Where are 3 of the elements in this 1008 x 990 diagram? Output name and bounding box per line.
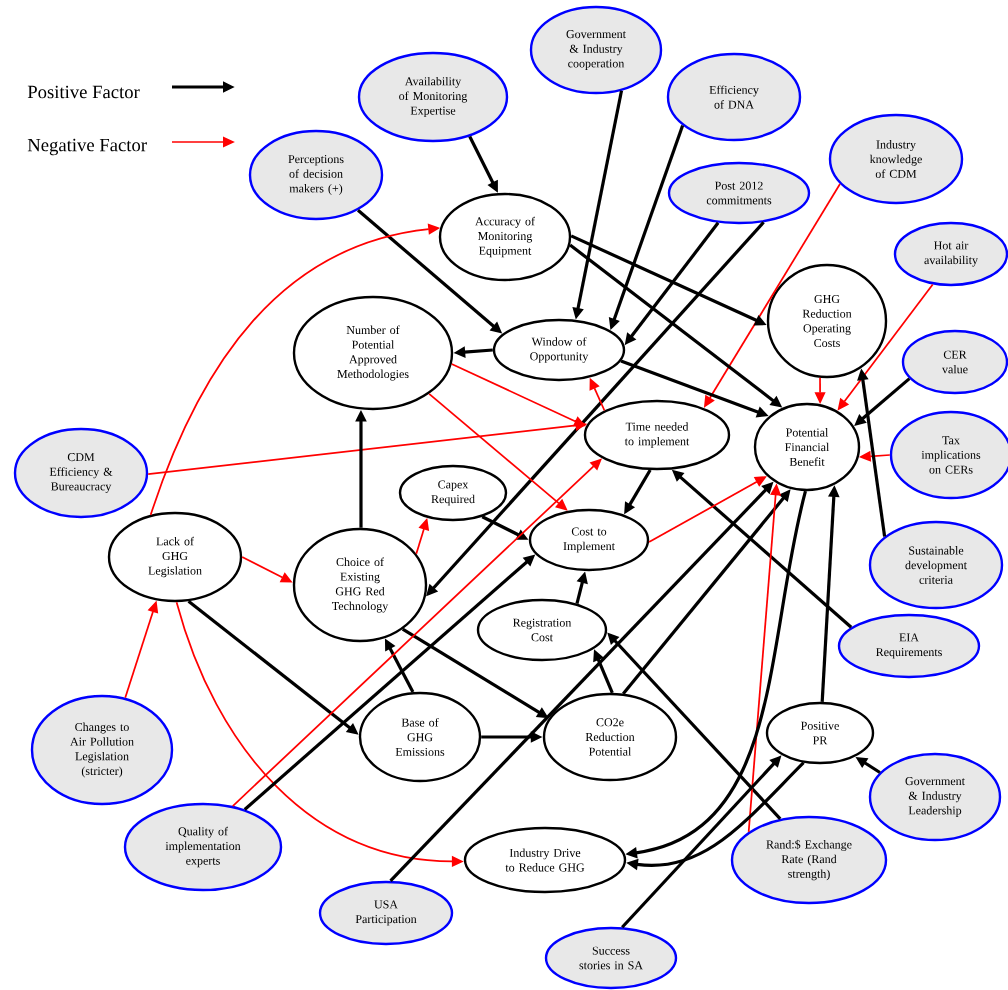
arrow	[428, 392, 568, 511]
legend-text: Negative Factor	[27, 138, 147, 156]
legend-text: Positive Factor	[27, 85, 140, 99]
